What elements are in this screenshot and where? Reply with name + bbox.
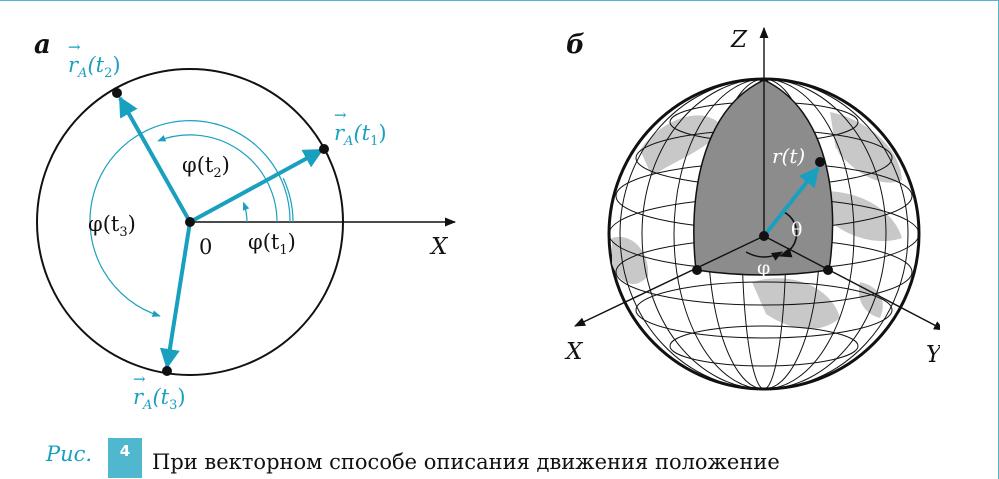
label-r-t3-arrow: → xyxy=(133,370,146,388)
caption-prefix: Рис. xyxy=(46,442,93,466)
label-x-axis-b: X xyxy=(564,339,584,365)
x-axis-line-b xyxy=(573,235,765,327)
label-r-t3: → rA(t3) xyxy=(133,370,186,413)
angle-arc-phi-t2 xyxy=(157,134,278,223)
y-axis-line xyxy=(763,235,940,331)
theta-arc xyxy=(778,211,798,258)
label-y-axis: Y xyxy=(926,342,940,368)
point-t1 xyxy=(319,144,329,154)
vector-r-t2 xyxy=(118,96,192,223)
vector-r-t3 xyxy=(159,221,192,369)
label-phi-t2: φ(t2) xyxy=(182,153,230,181)
svg-text:rA(t2): rA(t2) xyxy=(68,53,121,81)
point-wedge-left xyxy=(692,265,702,275)
figure-number-badge: 4 xyxy=(108,438,142,478)
label-phi-t1: φ(t1) xyxy=(248,230,296,258)
label-point-a: A xyxy=(828,144,844,168)
panel-a-diagram: → rA(t1) → rA(t2) → rA(t3) φ(t2) φ(t3) φ… xyxy=(36,38,457,413)
label-z-axis: Z xyxy=(730,27,748,53)
label-r-t1: → rA(t1) xyxy=(334,106,387,149)
svg-text:rA(t1): rA(t1) xyxy=(334,121,387,149)
point-t2 xyxy=(112,88,122,98)
label-r-t2-arrow: → xyxy=(68,38,81,56)
panel-a-letter: а xyxy=(34,30,51,60)
caption-text: При векторном способе описания движения … xyxy=(152,450,780,474)
panel-b-diagram: Z X Y r(t) A θ φ xyxy=(564,26,940,391)
point-t3 xyxy=(162,366,172,376)
label-theta: θ xyxy=(791,219,802,241)
origin-point xyxy=(185,217,195,227)
label-x-axis-a: X xyxy=(429,234,449,260)
point-a xyxy=(815,157,825,167)
label-r-t-b: r(t) xyxy=(772,144,805,168)
figure-caption: Рис. 4 При векторном способе описания дв… xyxy=(46,438,986,479)
label-origin: 0 xyxy=(199,235,212,259)
point-wedge-right xyxy=(823,265,833,275)
origin-point-b xyxy=(759,231,769,241)
globe-cutaway-wedge xyxy=(693,79,834,276)
angle-arc-phi-t1-inner xyxy=(242,201,250,223)
panel-b-letter: б xyxy=(566,30,585,60)
angle-arc-phi-t3 xyxy=(89,120,291,317)
label-phi-b: φ xyxy=(757,257,770,279)
vector-r-t-b xyxy=(762,166,820,238)
label-phi-t3: φ(t3) xyxy=(88,212,136,240)
svg-text:rA(t3): rA(t3) xyxy=(133,385,186,413)
vector-r-t1 xyxy=(189,148,324,224)
label-r-t1-arrow: → xyxy=(334,106,347,124)
frame-top-border xyxy=(0,0,999,1)
angle-arc-phi-t1 xyxy=(282,177,294,223)
label-r-t2: → rA(t2) xyxy=(68,38,121,81)
phi-arc xyxy=(745,251,783,261)
